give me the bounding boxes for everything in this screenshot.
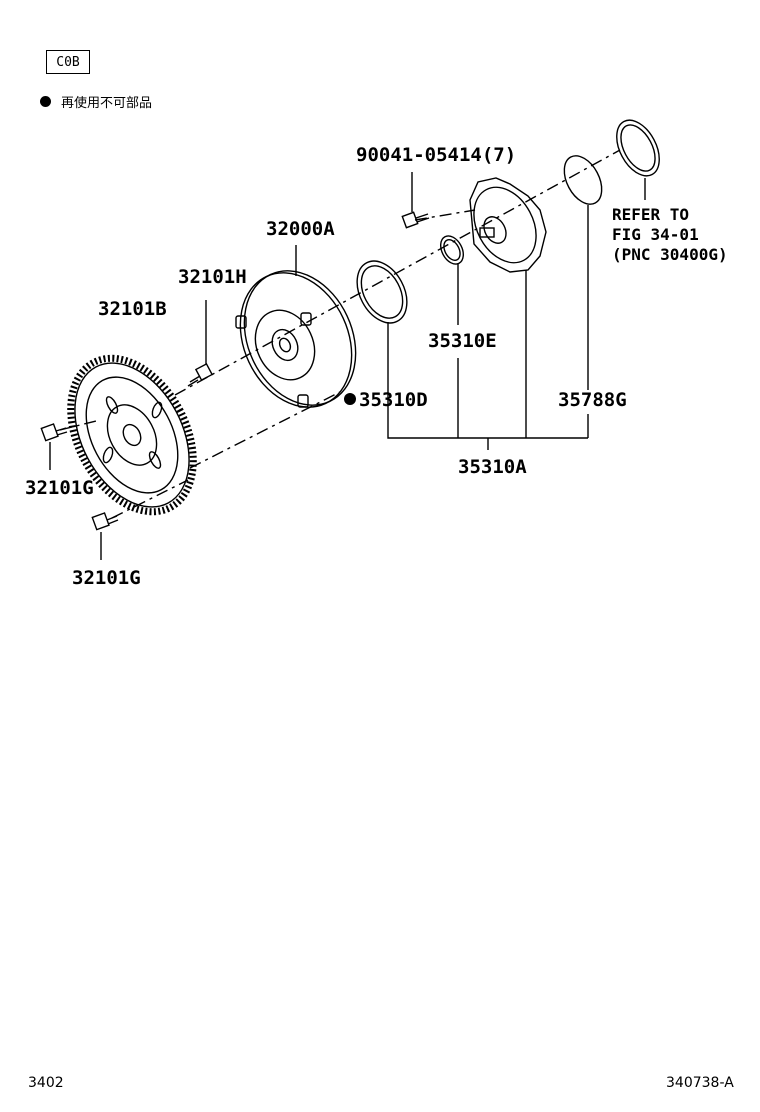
axis-line-bolt-lower [111, 479, 189, 519]
reference-line-3: (PNC 30400G) [612, 245, 728, 264]
section-code-box: C0B [46, 50, 90, 74]
gasket-g-icon [563, 155, 603, 438]
axis-line-upper [174, 149, 621, 396]
label-bolt-h[interactable]: 32101H [178, 266, 247, 288]
oil-pump-icon [469, 177, 547, 450]
label-torque-converter[interactable]: 32000A [266, 218, 335, 240]
label-oring-d-text: 35310D [359, 389, 428, 411]
reference-seal-icon [616, 119, 660, 200]
legend: 再使用不可部品 [40, 92, 152, 111]
label-pump-assy[interactable]: 35310A [458, 456, 527, 478]
label-bolt-top[interactable]: 90041-05414(7) [356, 144, 517, 166]
non-reusable-mark-icon [344, 393, 356, 405]
torque-converter-icon [235, 245, 357, 408]
figure-id: 340738-A [666, 1075, 734, 1091]
non-reusable-bullet-icon [40, 96, 51, 107]
bolt-g-left-icon [40, 423, 68, 470]
label-seal-e[interactable]: 35310E [428, 330, 497, 352]
label-bolt-g-bottom[interactable]: 32101G [72, 567, 141, 589]
axis-line-lower [189, 391, 341, 469]
bolt-h-icon [187, 300, 214, 387]
legend-text: 再使用不可部品 [61, 96, 153, 111]
bolt-g-bottom-icon [91, 512, 119, 560]
label-gasket-g[interactable]: 35788G [558, 389, 627, 411]
bolt-top-icon [401, 172, 430, 229]
reference-note[interactable]: REFER TO FIG 34-01 (PNC 30400G) [612, 205, 728, 265]
axis-line-bolt-left [59, 419, 101, 431]
label-drive-plate[interactable]: 32101B [98, 298, 167, 320]
oring-d-icon [356, 260, 588, 439]
axis-line-bolt-top [414, 209, 476, 221]
drive-plate-icon [67, 354, 197, 516]
label-bolt-g-left[interactable]: 32101G [25, 477, 94, 499]
seal-e-icon [440, 235, 464, 438]
label-oring-d[interactable]: 35310D [344, 389, 428, 411]
page-number: 3402 [28, 1075, 64, 1091]
reference-line-2: FIG 34-01 [612, 225, 699, 244]
reference-line-1: REFER TO [612, 205, 690, 224]
